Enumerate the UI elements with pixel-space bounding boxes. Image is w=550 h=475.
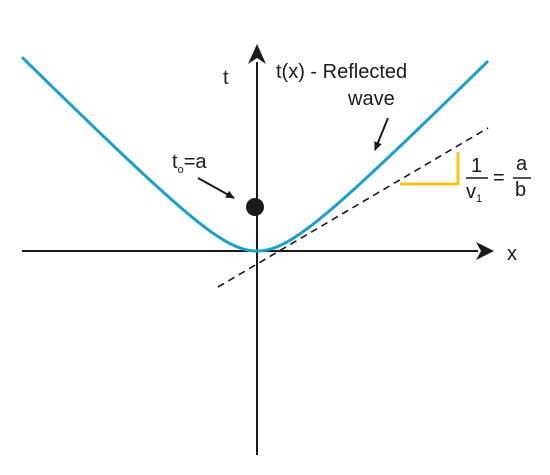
t-axis-arrow-icon: [248, 44, 266, 64]
t0-label-main: t: [172, 151, 178, 173]
t0-label-rest: =a: [184, 151, 208, 173]
curve-label-line1: t(x) - Reflected: [276, 61, 407, 83]
slope-denominator: v1: [466, 181, 482, 205]
ratio-denominator: b: [515, 179, 526, 201]
intercept-point: [246, 198, 264, 216]
asymptote-line: [217, 127, 489, 288]
t0-label-sub: o: [178, 164, 184, 176]
equals-sign: =: [493, 167, 505, 189]
t-axis-label: t: [223, 67, 229, 89]
t0-label: to=a: [172, 151, 207, 176]
slope-triangle: [400, 152, 460, 186]
reflected-wave-curve: [20, 56, 490, 253]
curve-label-line2: wave: [347, 88, 395, 110]
x-axis-label: x: [507, 243, 517, 265]
slope-numerator: 1: [471, 155, 482, 177]
t0-pointer-arrow: [197, 177, 235, 199]
x-axis-arrow-icon: [476, 242, 494, 260]
slope-denominator-main: v: [466, 181, 476, 203]
ratio-numerator: a: [516, 153, 528, 175]
slope-denominator-sub: 1: [476, 193, 482, 205]
curve-pointer-arrow: [374, 117, 389, 151]
